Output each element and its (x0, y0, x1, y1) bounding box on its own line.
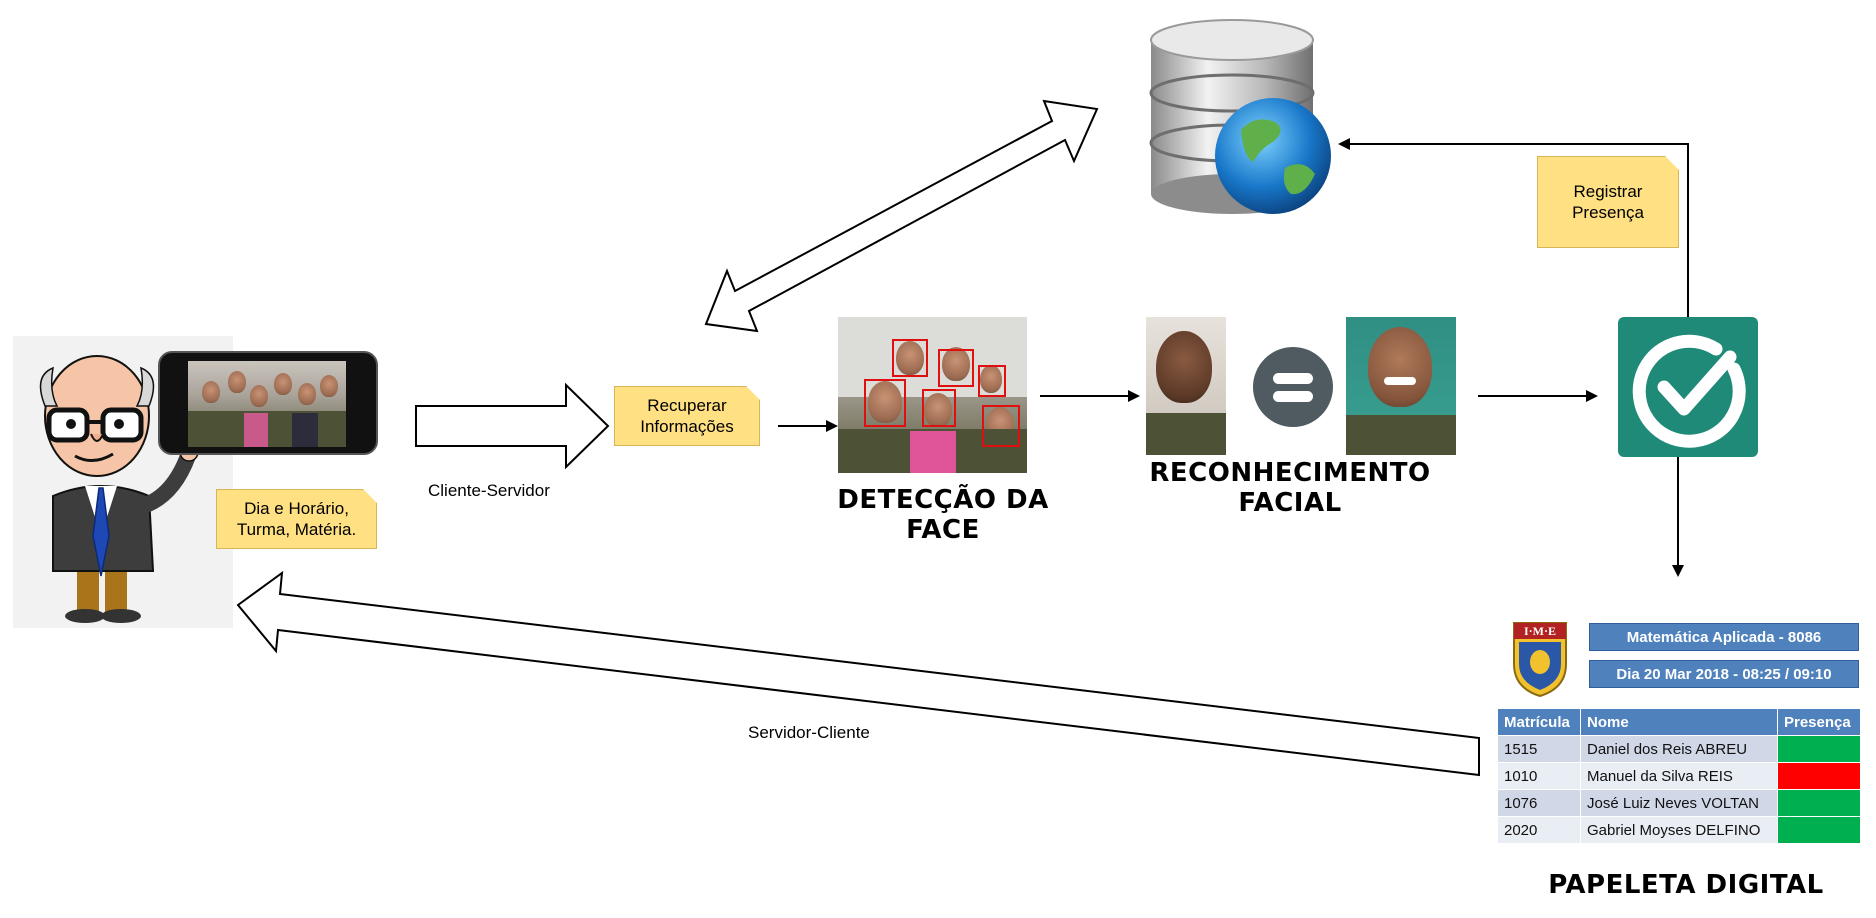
detection-box (864, 379, 906, 427)
face-recognition-label: RECONHECIMENTO FACIAL (1149, 458, 1431, 518)
register-attendance-note: Registrar Presença (1537, 156, 1679, 248)
professor-context-note: Dia e Horário, Turma, Matéria. (216, 489, 377, 549)
row-name: Manuel da Silva REIS (1580, 762, 1778, 790)
face-detection-photo (838, 317, 1027, 473)
arrow-check-to-database (1338, 138, 1689, 317)
face-detection-label: DETECÇÃO DA FACE (837, 485, 1049, 545)
attendance-table: Matrícula Nome Presença 1515 Daniel dos … (1497, 708, 1861, 844)
digital-sheet-label: PAPELETA DIGITAL (1548, 870, 1824, 900)
row-name: Daniel dos Reis ABREU (1580, 735, 1778, 763)
table-row: 1076 José Luiz Neves VOLTAN (1497, 789, 1861, 817)
server-client-label: Servidor-Cliente (748, 723, 870, 742)
table-row: 1010 Manuel da Silva REIS (1497, 762, 1861, 790)
check-circle-icon (1618, 317, 1758, 457)
detection-box (892, 339, 928, 377)
presence-indicator (1778, 817, 1860, 843)
presence-indicator (1778, 736, 1860, 762)
row-presence (1777, 762, 1861, 790)
professor-cartoon-icon (39, 355, 199, 623)
row-id: 1076 (1497, 789, 1581, 817)
detection-box (982, 405, 1020, 447)
row-id: 1010 (1497, 762, 1581, 790)
equals-icon (1253, 347, 1333, 427)
client-server-label: Cliente-Servidor (428, 481, 550, 500)
detection-box (922, 389, 956, 427)
logo-text: I·M·E (1523, 624, 1556, 638)
presence-indicator (1778, 790, 1860, 816)
database-double-arrow (704, 99, 1099, 333)
server-client-arrow (236, 570, 1480, 777)
class-photo-on-phone (188, 361, 346, 447)
subject-header: Matemática Aplicada - 8086 (1589, 623, 1859, 651)
date-header: Dia 20 Mar 2018 - 08:25 / 09:10 (1589, 660, 1859, 688)
ime-shield-logo: I·M·E (1511, 620, 1569, 698)
smartphone (158, 351, 378, 455)
captured-face-photo (1146, 317, 1226, 455)
row-name: José Luiz Neves VOLTAN (1580, 789, 1778, 817)
row-id: 1515 (1497, 735, 1581, 763)
table-header-row: Matrícula Nome Presença (1497, 708, 1861, 736)
client-server-arrow (415, 382, 610, 470)
row-presence (1777, 789, 1861, 817)
column-header-matricula: Matrícula (1497, 708, 1581, 736)
table-row: 2020 Gabriel Moyses DELFINO (1497, 816, 1861, 844)
column-header-presenca: Presença (1777, 708, 1861, 736)
detection-box (938, 349, 974, 387)
presence-indicator (1778, 763, 1860, 789)
table-row: 1515 Daniel dos Reis ABREU (1497, 735, 1861, 763)
database-globe-icon (1145, 18, 1345, 218)
column-header-nome: Nome (1580, 708, 1778, 736)
row-name: Gabriel Moyses DELFINO (1580, 816, 1778, 844)
reference-face-photo (1346, 317, 1456, 455)
detection-box (978, 365, 1006, 397)
recover-info-note: Recuperar Informações (614, 386, 760, 446)
row-presence (1777, 816, 1861, 844)
row-presence (1777, 735, 1861, 763)
professor-illustration (13, 336, 233, 628)
row-id: 2020 (1497, 816, 1581, 844)
